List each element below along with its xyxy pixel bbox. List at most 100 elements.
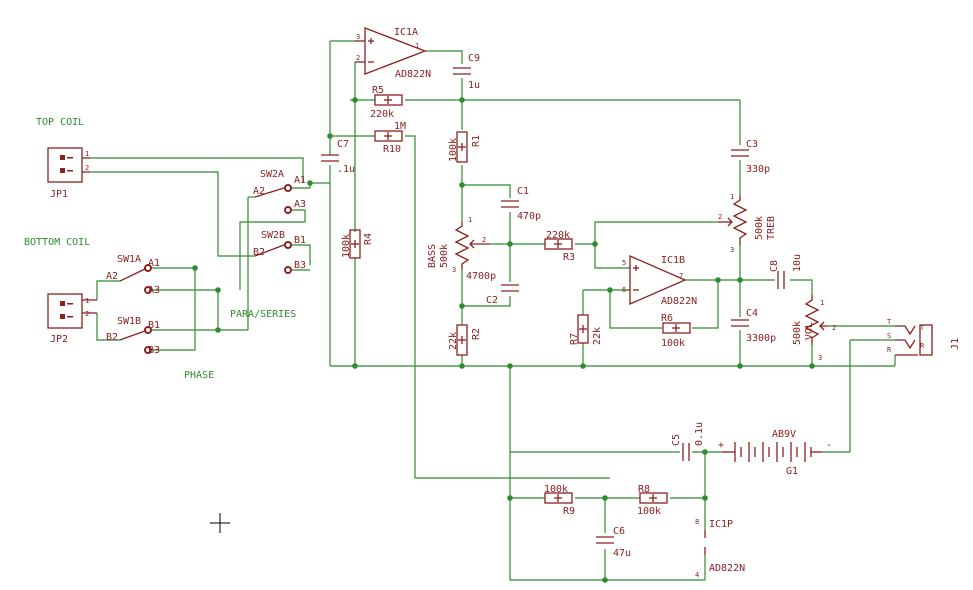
r4-name: R4 (363, 233, 374, 245)
c8-name: C8 (769, 260, 780, 272)
ic1b-opamp (628, 255, 687, 305)
r9-value: 100k (544, 484, 568, 495)
c4-value: 3300p (746, 333, 776, 344)
jp2-pin1: 1 (85, 297, 89, 305)
sw1b-switch (119, 330, 146, 341)
r3-value: 220k (546, 230, 570, 241)
jp2-pin2: 2 (85, 310, 89, 318)
c3-capacitor (731, 149, 749, 157)
sw2b-switch (254, 244, 285, 257)
g1-name: G1 (786, 466, 798, 477)
volume-potentiometer (804, 295, 828, 345)
treble-name: TREB (766, 216, 777, 240)
g1-value: AB9V (772, 429, 796, 440)
ic1b-pin6: 6 (622, 286, 626, 294)
volume-pin2: 2 (832, 324, 836, 332)
ic1p-pin4: 4 (695, 571, 699, 579)
c7-value: .1u (337, 164, 355, 175)
c2-name: C2 (486, 295, 498, 306)
r6-name: R6 (661, 313, 673, 324)
c6-value: 47u (613, 548, 631, 559)
c5-value: 0.1u (694, 422, 705, 446)
jp1-pin1: 1 (85, 150, 89, 158)
treble-pin3: 3 (730, 246, 734, 254)
j1-pin-s: S (887, 332, 891, 340)
treble-potentiometer (718, 195, 748, 245)
bass-pin2: 2 (482, 236, 486, 244)
c2-value: 4700p (466, 271, 496, 282)
j1-name: J1 (950, 338, 961, 350)
r5-value: 220k (370, 109, 394, 120)
r1-value: 100k (448, 138, 459, 162)
j1-pin-t: T (887, 318, 892, 326)
sw2b-pin-b3: B3 (294, 260, 306, 271)
c6-capacitor (596, 536, 614, 544)
r10-value: 1M (394, 121, 406, 132)
r8-value: 100k (637, 506, 661, 517)
bottom-coil-label: BOTTOM COIL (24, 237, 90, 248)
ic1a-value: AD822N (395, 69, 431, 80)
r6-value: 100k (661, 338, 685, 349)
sw2a-pin-a1: A1 (294, 175, 306, 186)
c1-capacitor (501, 200, 519, 208)
c5-capacitor (682, 443, 690, 461)
volume-pin3: 3 (818, 354, 822, 362)
c1-name: C1 (517, 186, 529, 197)
ic1b-name: IC1B (661, 255, 685, 266)
g1-battery (722, 442, 822, 462)
g1-minus: - (826, 440, 832, 451)
sw2a-name: SW2A (260, 169, 284, 180)
g1-plus: + (718, 440, 724, 451)
bass-pin3: 3 (452, 266, 456, 274)
c5-name: C5 (671, 434, 682, 446)
phase-label: PHASE (184, 370, 214, 381)
switch-contacts (144, 184, 292, 354)
sw1a-switch (119, 268, 146, 282)
sw1a-pin-a1: A1 (148, 258, 160, 269)
c7-capacitor (321, 154, 339, 162)
bass-name: BASS (427, 244, 438, 268)
sw1a-name: SW1A (117, 254, 141, 265)
ic1p-pin8: 8 (695, 518, 699, 526)
c8-capacitor (777, 271, 785, 289)
r2-value: 22k (448, 332, 459, 350)
ic1a-name: IC1A (394, 27, 418, 38)
c6-name: C6 (613, 526, 625, 537)
sw1a-pin-a2: A2 (106, 271, 118, 282)
sw1a-pin-a3: A3 (148, 285, 160, 296)
c9-value: 1u (468, 80, 480, 91)
r2-name: R2 (471, 328, 482, 340)
ic1a-pin3: 3 (356, 33, 360, 41)
junction-dots (192, 97, 815, 583)
c3-value: 330p (746, 164, 770, 175)
wires (90, 40, 896, 581)
c9-capacitor (453, 67, 471, 75)
bass-value: 500k (439, 244, 450, 268)
r3-resistor (544, 238, 573, 250)
c9-name: C9 (468, 53, 480, 64)
ic1a-pin1: 1 (415, 42, 419, 50)
jp2-name: JP2 (50, 334, 68, 345)
ic1a-opamp (355, 27, 427, 75)
ic1b-value: AD822N (661, 296, 697, 307)
r2-resistor (456, 324, 468, 356)
r7-resistor (577, 314, 589, 344)
sw2a-pin-a3: A3 (294, 199, 306, 210)
r6-resistor (662, 322, 691, 334)
jp1-pin2: 2 (85, 164, 89, 172)
r5-resistor (374, 94, 403, 106)
sw2b-pin-b2: B2 (253, 247, 265, 258)
r8-resistor (639, 492, 668, 504)
jp2-connector (47, 293, 97, 329)
connector-pins (60, 155, 73, 319)
r3-name: R3 (563, 252, 575, 263)
c4-capacitor (731, 319, 749, 327)
para-series-label: PARA/SERIES (230, 309, 296, 320)
sw1b-pin-b3: B3 (148, 345, 160, 356)
j1-pin-r2: R (920, 342, 925, 350)
r1-name: R1 (471, 135, 482, 147)
r10-name: R10 (383, 144, 401, 155)
j1-pin-r: R (887, 346, 892, 354)
r9-name: R9 (563, 506, 575, 517)
